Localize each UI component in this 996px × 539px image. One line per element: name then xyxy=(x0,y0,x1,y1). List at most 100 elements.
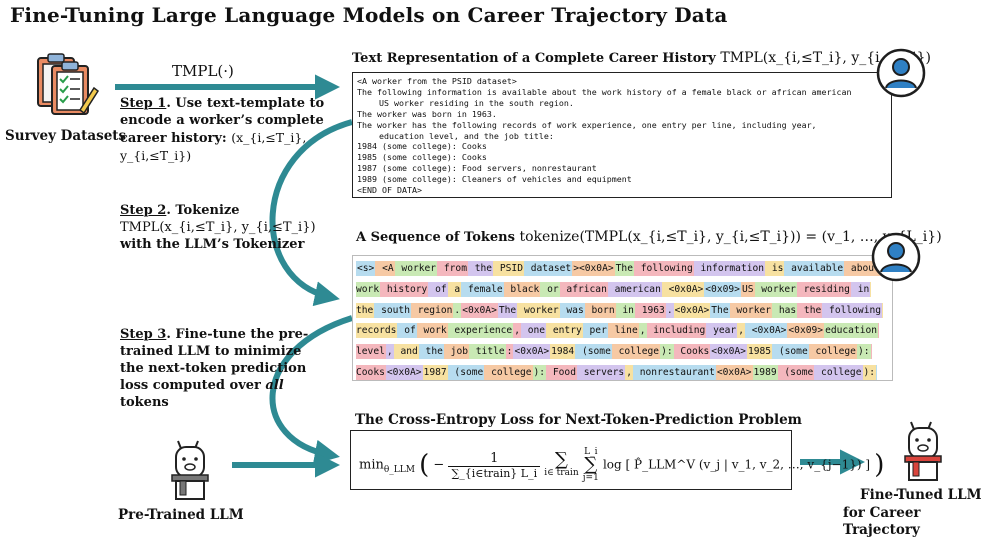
career-text-heading-math: TMPL(x_{i,≤T_i}, y_{i,≤T_i}) xyxy=(720,50,931,66)
clipboard-survey-icon xyxy=(30,48,102,124)
token: 1987 xyxy=(422,364,448,380)
page-title: Fine-Tuning Large Language Models on Car… xyxy=(10,3,728,27)
step3-label: Step 3. Fine-tune the pre- trained LLM t… xyxy=(120,327,309,410)
token: <A xyxy=(375,261,395,276)
token: , xyxy=(385,344,394,360)
token: region xyxy=(410,302,454,318)
token: or xyxy=(540,281,560,297)
token: has xyxy=(772,302,798,318)
llama-icon xyxy=(160,437,220,505)
token: <0x0A> xyxy=(513,344,551,360)
career-text-line: education level, and the job title: xyxy=(379,130,554,141)
token: 1985 xyxy=(746,344,773,360)
token: black xyxy=(503,281,541,297)
token: servers xyxy=(576,364,626,380)
career-text-line: The worker was born in 1963. xyxy=(357,108,497,119)
llama-icon xyxy=(893,418,953,486)
token: <0x0A> xyxy=(661,281,705,297)
career-text-line: 1987 (some college): Food servers, nonre… xyxy=(357,163,597,174)
token: year xyxy=(706,323,738,339)
token: The xyxy=(497,302,518,318)
token: : xyxy=(505,344,514,360)
token: <0x0A> xyxy=(461,302,498,318)
token: <0x09> xyxy=(787,323,825,339)
token: is xyxy=(765,261,785,276)
tmpl-fn-label: TMPL(·) xyxy=(172,62,234,80)
step2-label: Step 2. Tokenize TMPL(x_{i,≤T_i}, y_{i,≤… xyxy=(120,202,320,253)
token: <0x0A> xyxy=(715,364,753,380)
token: residing xyxy=(796,281,851,297)
token: the xyxy=(467,261,494,276)
token: in xyxy=(850,281,871,297)
career-text-line: <END OF DATA> xyxy=(357,185,422,196)
token: ): xyxy=(862,364,877,380)
finetuned-label-line2: for Career Trajectory xyxy=(843,505,921,538)
token: of xyxy=(428,281,448,297)
finetuned-label-line1: Fine-Tuned LLM xyxy=(860,487,982,503)
token: born xyxy=(584,302,616,318)
loss-formula-box: minθ_LLM ( − 1 ∑_{i∈train} L_i ∑ i∈ trai… xyxy=(350,430,884,490)
token: (some xyxy=(575,344,612,360)
token: worker xyxy=(394,261,438,276)
token: , xyxy=(625,364,633,380)
token: a xyxy=(447,281,462,297)
token: including xyxy=(646,323,707,339)
token: college xyxy=(611,344,661,360)
token: available xyxy=(784,261,845,276)
loss-heading: The Cross-Entropy Loss for Next-Token-Pr… xyxy=(355,412,802,428)
token: in xyxy=(615,302,635,318)
loss-formula: minθ_LLM ( − 1 ∑_{i∈train} L_i ∑ i∈ trai… xyxy=(359,447,885,483)
token: ): xyxy=(532,364,547,380)
token: worker xyxy=(729,302,773,318)
token: ): xyxy=(856,344,871,360)
token: worker xyxy=(754,281,797,297)
token: US xyxy=(740,281,755,297)
token: information xyxy=(693,261,766,276)
step1-label: Step 1. Use text-template to encode a wo… xyxy=(120,96,325,163)
token: from xyxy=(437,261,468,276)
token: PSID xyxy=(493,261,524,276)
token: , xyxy=(737,323,745,339)
token: and xyxy=(393,344,419,360)
step2-math: TMPL(x_{i,≤T_i}, y_{i,≤T_i}) xyxy=(120,220,316,235)
token-sequence-box: <s> <A worker from the PSID dataset><0x0… xyxy=(352,255,893,381)
career-text-line: 1984 (some college): Cooks xyxy=(357,141,487,152)
career-text-line: 1989 (some college): Cleaners of vehicle… xyxy=(357,174,632,185)
token: entry xyxy=(546,323,583,339)
token: was xyxy=(559,302,585,318)
career-text-line: 1985 (some college): Cooks xyxy=(357,152,487,163)
survey-label: Survey Datasets xyxy=(5,128,127,144)
arrow-tokens-to-loss xyxy=(269,315,353,465)
token: one xyxy=(520,323,547,339)
token: 1989 xyxy=(752,364,778,380)
token: south xyxy=(374,302,411,318)
token: <0x0A> xyxy=(385,364,423,380)
user-avatar-icon xyxy=(871,232,921,286)
token: history xyxy=(380,281,429,297)
token: <s> xyxy=(356,261,376,276)
token: Food xyxy=(546,364,577,380)
career-text-heading: Text Representation of a Complete Career… xyxy=(352,50,931,66)
career-text-line: The following information is available a… xyxy=(357,86,852,97)
token: Cooks xyxy=(673,344,711,360)
token: title xyxy=(469,344,506,360)
token: (some xyxy=(777,364,815,380)
token: ><0x0A> xyxy=(572,261,615,276)
token: The xyxy=(710,302,730,318)
token: <0x09> xyxy=(704,281,741,297)
token: . xyxy=(665,302,674,318)
token: 1984 xyxy=(550,344,576,360)
token: the xyxy=(797,302,823,318)
tokens-heading-math: tokenize(TMPL(x_{i,≤T_i}, y_{i,≤T_i})) =… xyxy=(519,229,942,245)
user-avatar-icon xyxy=(876,48,926,102)
career-text-box: <A worker from the PSID dataset>The foll… xyxy=(352,72,892,198)
token: college xyxy=(484,364,533,380)
token: The xyxy=(614,261,634,276)
token: per xyxy=(582,323,608,339)
token: about xyxy=(844,261,881,276)
token: <0x0A> xyxy=(673,302,711,318)
token: american xyxy=(607,281,662,297)
token: nonrestaurant xyxy=(632,364,716,380)
token: <0x0A> xyxy=(710,344,747,360)
